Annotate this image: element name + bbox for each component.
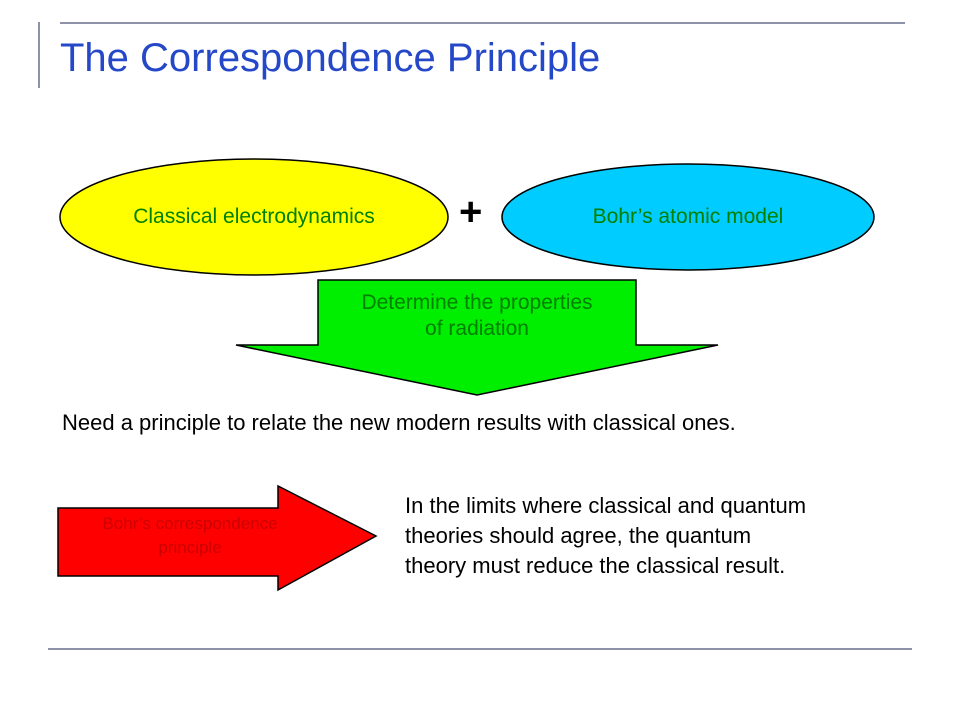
down-arrow-line2: of radiation (425, 317, 529, 340)
bohr-model-label: Bohr’s atomic model (592, 205, 784, 228)
right-arrow-line2: principle (158, 538, 222, 557)
top-rule (60, 22, 905, 24)
need-principle-text: Need a principle to relate the new moder… (62, 410, 736, 435)
limits-line3: theory must reduce the classical result. (405, 553, 786, 578)
right-arrow-line1: Bohr’s correspondence (102, 514, 278, 533)
down-arrow-label: Determine the properties of radiation (318, 290, 636, 342)
right-arrow-shape (57, 484, 378, 592)
right-arrow-label: Bohr’s correspondence principle (58, 512, 322, 560)
down-arrow-line1: Determine the properties (361, 291, 593, 314)
classical-ellipse (59, 158, 449, 276)
bohr-model-ellipse (501, 163, 875, 271)
down-arrow-shape (235, 279, 719, 396)
limits-line1: In the limits where classical and quantu… (405, 493, 807, 518)
left-rule (38, 22, 40, 88)
limits-line2: theories should agree, the quantum (405, 523, 752, 548)
slide-title: The Correspondence Principle (60, 36, 601, 80)
bottom-rule (48, 648, 912, 650)
plus-sign: + (459, 190, 483, 234)
limits-text: In the limits where classical and quantu… (405, 491, 935, 581)
classical-label: Classical electrodynamics (133, 205, 375, 228)
